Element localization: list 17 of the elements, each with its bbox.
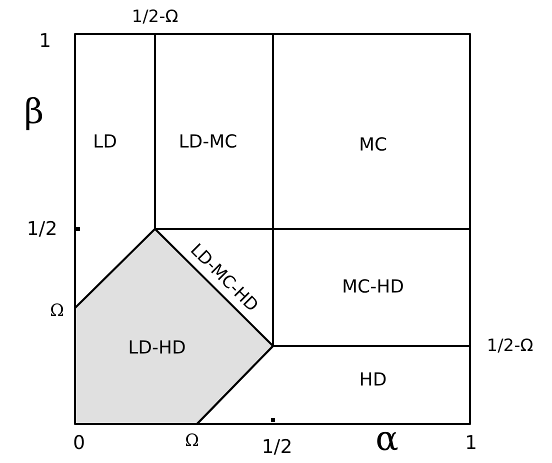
tick-label: 1/2 xyxy=(262,436,292,458)
region-label: MC xyxy=(358,134,388,156)
tick-label: 1/2-Ω xyxy=(132,7,178,27)
tick-label: 1/2 xyxy=(26,218,58,240)
tick-label: 1 xyxy=(38,30,52,52)
region-label: HD xyxy=(359,370,387,390)
axis-label: β xyxy=(24,92,44,132)
tick-label: 1 xyxy=(464,432,478,454)
tick-label: Ω xyxy=(50,301,64,321)
tick-label: Ω xyxy=(184,431,200,451)
tick-label: 1/2-Ω xyxy=(486,336,534,356)
region-label: LD-MC xyxy=(178,132,238,152)
axis-label: α xyxy=(376,419,398,459)
tick-label: 0 xyxy=(72,432,86,454)
region-label: LD xyxy=(93,132,117,152)
region-label: MC-HD xyxy=(342,276,404,298)
region-label: LD-HD xyxy=(128,338,186,358)
